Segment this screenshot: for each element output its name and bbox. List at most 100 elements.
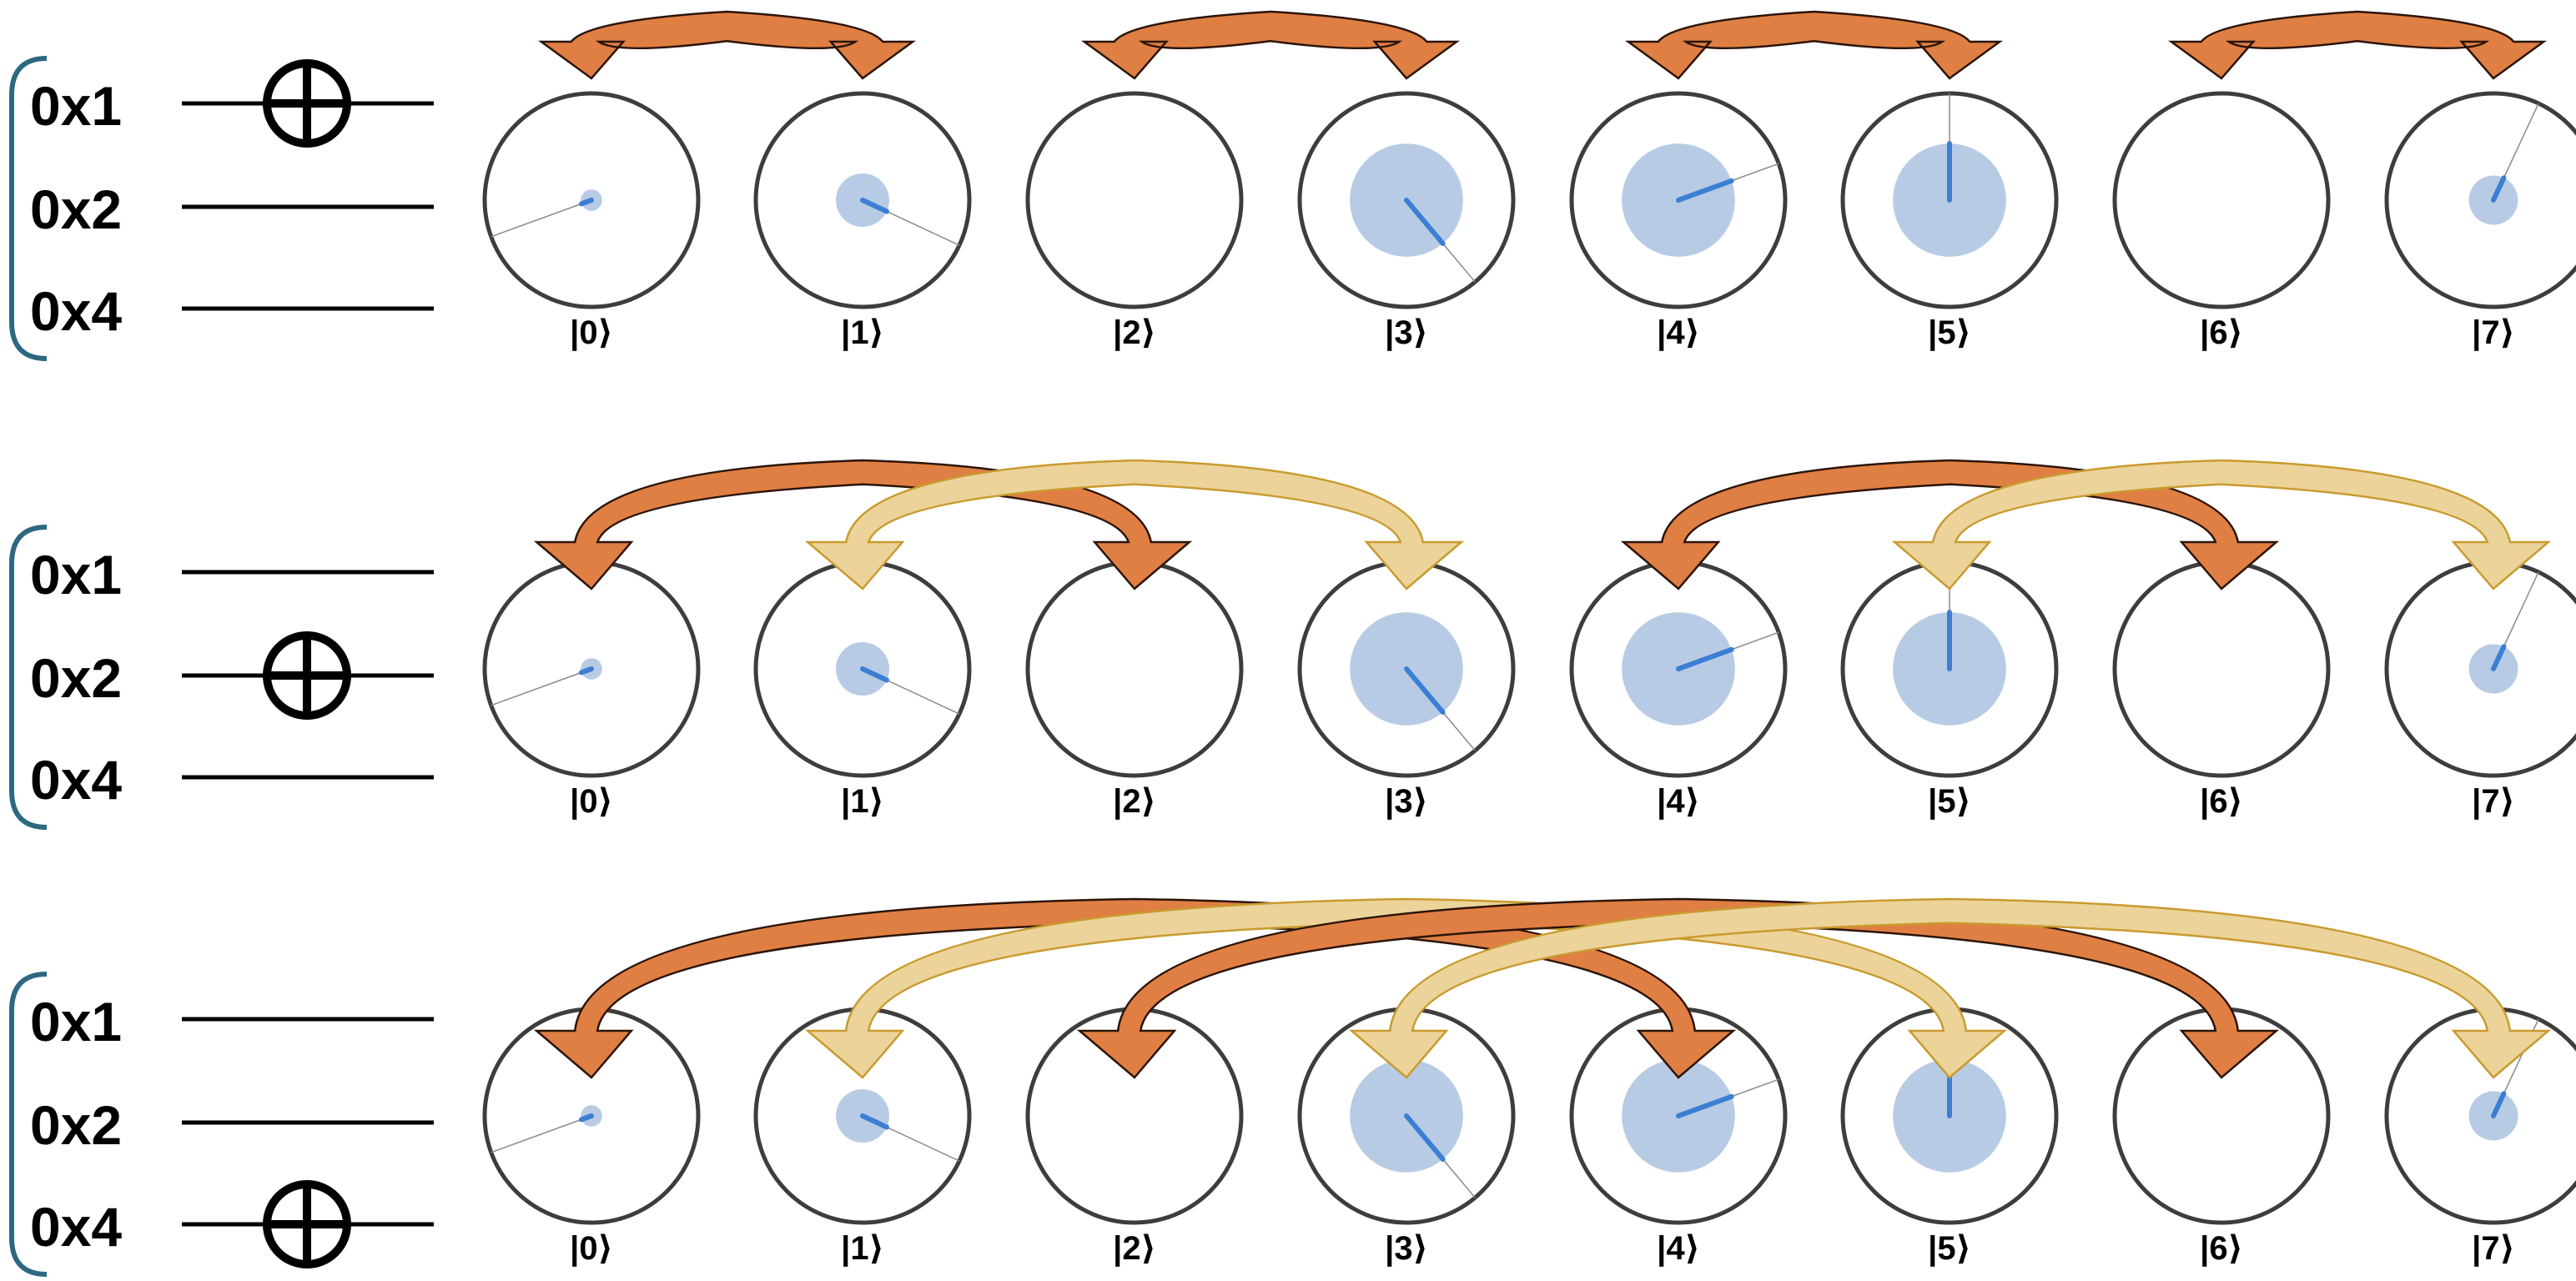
qubit-label-0x4: 0x4: [30, 749, 122, 811]
swap-arrow-1-5: [804, 897, 2008, 1079]
register-bracket: [9, 972, 48, 1277]
basis-state-0: |0⟩: [482, 560, 701, 820]
basis-state-1: |1⟩: [753, 1007, 972, 1267]
ket-label: |3⟩: [1385, 783, 1428, 820]
qubit-label-0x2: 0x2: [30, 1094, 122, 1156]
swap-arrow-0-1: [537, 10, 917, 80]
basis-state-3: |3⟩: [1297, 1007, 1516, 1267]
register-bracket: [9, 525, 48, 830]
swap-arrow-shape: [537, 10, 917, 80]
swap-arrow-shape: [1076, 897, 2280, 1079]
swap-arrow-2-3: [1080, 10, 1461, 80]
phase-indicator: [1676, 178, 1734, 203]
basis-state-4: |4⟩: [1569, 1007, 1788, 1267]
swap-arrow-shape: [804, 459, 1465, 590]
basis-state-6: |6⟩: [2112, 1007, 2331, 1267]
ket-label: |5⟩: [1928, 314, 1971, 351]
ket-label: |2⟩: [1113, 783, 1156, 820]
phase-indicator: [2491, 175, 2507, 203]
ket-label: |2⟩: [1113, 1230, 1156, 1267]
phase-indicator: [578, 666, 594, 676]
qubit-label-0x2: 0x2: [30, 647, 122, 709]
state-circle: [1025, 560, 1244, 778]
ket-label: |7⟩: [2472, 783, 2515, 820]
register-cnot-0x1: 0x1 0x2 0x4: [9, 56, 434, 361]
qubit-label-0x1: 0x1: [30, 75, 122, 137]
swap-arrow-shape: [1891, 459, 2552, 590]
swap-arrow-2-6: [1076, 897, 2280, 1079]
phase-indicator: [2491, 644, 2507, 671]
swap-arrow-shape: [1080, 10, 1461, 80]
basis-state-2: |2⟩: [1025, 560, 1244, 820]
phase-indicator: [1404, 1113, 1446, 1162]
register-bracket: [9, 56, 48, 361]
basis-state-7: |7⟩: [2384, 560, 2576, 820]
phase-indicator: [860, 666, 890, 683]
ket-label: |7⟩: [2472, 1230, 2515, 1267]
swap-arrow-5-7: [1891, 459, 2552, 590]
ket-label: |1⟩: [841, 314, 884, 351]
phase-indicator: [1676, 1093, 1734, 1118]
ket-label: |7⟩: [2472, 314, 2515, 351]
qubit-label-0x1: 0x1: [30, 544, 122, 605]
basis-state-5: |5⟩: [1840, 91, 2059, 351]
swap-arrow-shape: [1348, 897, 2552, 1079]
swap-arrow-0-4: [533, 897, 1737, 1079]
basis-state-0: |0⟩: [482, 91, 701, 351]
swap-arrow-shape: [804, 897, 2008, 1079]
phase-indicator: [860, 198, 890, 214]
phase-indicator: [860, 1113, 890, 1130]
qubit-label-0x2: 0x2: [30, 178, 122, 240]
qubit-label-0x4: 0x4: [30, 280, 122, 342]
ket-label: |6⟩: [2200, 314, 2243, 351]
basis-state-6: |6⟩: [2112, 560, 2331, 820]
basis-state-5: |5⟩: [1840, 1007, 2059, 1267]
ket-label: |3⟩: [1385, 314, 1428, 351]
ket-label: |6⟩: [2200, 783, 2243, 820]
cnot-target-icon: [263, 1180, 351, 1268]
state-circle: [1025, 91, 1244, 309]
swap-arrow-6-7: [2167, 10, 2548, 80]
basis-state-3: |3⟩: [1297, 560, 1516, 820]
phase-indicator: [1404, 666, 1446, 715]
phase-guide: [491, 1115, 592, 1153]
basis-state-5: |5⟩: [1840, 560, 2059, 820]
ket-label: |5⟩: [1928, 783, 1971, 820]
phase-guide: [491, 668, 592, 706]
register-cnot-0x2: 0x1 0x2 0x4: [9, 525, 434, 830]
basis-state-2: |2⟩: [1025, 91, 1244, 351]
basis-state-4: |4⟩: [1569, 560, 1788, 820]
ket-label: |1⟩: [841, 783, 884, 820]
swap-arrow-shape: [533, 897, 1737, 1079]
ket-label: |0⟩: [570, 783, 613, 820]
ket-label: |4⟩: [1657, 1230, 1700, 1267]
phase-indicator: [578, 198, 594, 207]
phase-indicator: [2491, 1091, 2507, 1118]
state-vector-cnot-0x4: |0⟩ |1⟩ |2⟩ |3⟩ |4⟩ |5⟩ |6⟩ |7⟩: [482, 1007, 2576, 1267]
basis-state-7: |7⟩: [2384, 91, 2576, 351]
ket-label: |0⟩: [570, 1230, 613, 1267]
ket-label: |1⟩: [841, 1230, 884, 1267]
state-vector-cnot-0x1: |0⟩|1⟩|2⟩|3⟩|4⟩|5⟩|6⟩|7⟩: [482, 91, 2576, 351]
basis-state-6: |6⟩: [2112, 91, 2331, 351]
ket-label: |3⟩: [1385, 1230, 1428, 1267]
ket-label: |6⟩: [2200, 1230, 2243, 1267]
qubit-label-0x1: 0x1: [30, 991, 122, 1052]
cnot-target-icon: [263, 631, 351, 720]
state-circle: [2112, 560, 2331, 778]
phase-indicator: [578, 1113, 594, 1123]
state-vector-cnot-0x2: |0⟩ |1⟩ |2⟩ |3⟩ |4⟩ |5⟩ |6⟩ |7⟩: [482, 560, 2576, 820]
basis-state-3: |3⟩: [1297, 91, 1516, 351]
swap-arrow-4-5: [1624, 10, 2004, 80]
state-circle: [2112, 91, 2331, 309]
swap-arrow-1-3: [804, 459, 1465, 590]
basis-state-1: |1⟩: [753, 91, 972, 351]
basis-state-1: |1⟩: [753, 560, 972, 820]
basis-state-7: |7⟩: [2384, 1007, 2576, 1267]
phase-indicator: [1404, 198, 1446, 246]
ket-label: |4⟩: [1657, 783, 1700, 820]
ket-label: |5⟩: [1928, 1230, 1971, 1267]
cnot-target-icon: [263, 59, 351, 148]
ket-label: |2⟩: [1113, 314, 1156, 351]
